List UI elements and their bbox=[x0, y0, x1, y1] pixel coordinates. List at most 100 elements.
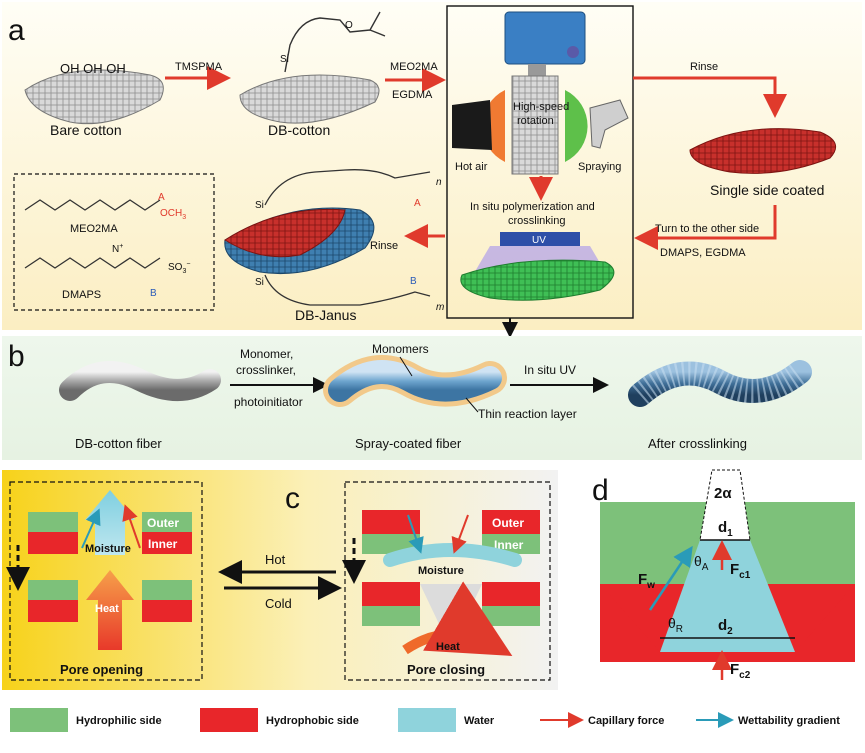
turn-side-label: Turn to the other side bbox=[655, 223, 759, 235]
monomers-label: Monomers bbox=[372, 342, 429, 356]
theta-r-label: θR bbox=[668, 615, 683, 635]
water-in-pore bbox=[660, 540, 795, 652]
o-label: O bbox=[345, 20, 353, 31]
cone-top bbox=[699, 469, 751, 541]
c-left-bottom-green bbox=[362, 606, 420, 626]
pore-closing-label: Pore closing bbox=[407, 662, 485, 677]
theta-r-sub: R bbox=[676, 624, 683, 635]
theta-a-sub: A bbox=[702, 562, 709, 573]
theta-r-text: θ bbox=[668, 615, 676, 631]
dmaps-egdma-label: DMAPS, EGDMA bbox=[660, 247, 746, 259]
db-janus-label: DB-Janus bbox=[295, 307, 356, 323]
motor-button bbox=[567, 46, 579, 58]
fw-sub: w bbox=[646, 580, 655, 591]
cold-label: Cold bbox=[265, 596, 292, 611]
legend-hydrophobic: Hydrophobic side bbox=[266, 715, 359, 727]
polymerization-2: crosslinking bbox=[508, 215, 565, 227]
spray-gun bbox=[589, 99, 629, 149]
d1-label: d1 bbox=[718, 519, 733, 539]
meo2ma-structure bbox=[24, 199, 161, 211]
legend-hydrophilic-swatch bbox=[10, 708, 68, 732]
janus-si-top: Si bbox=[255, 200, 264, 211]
legend-water-swatch bbox=[398, 708, 456, 732]
dmaps-label: DMAPS bbox=[62, 289, 101, 301]
si-label: Si bbox=[280, 54, 289, 65]
fiber3-label: After crosslinking bbox=[648, 436, 747, 451]
bare-cotton-label: Bare cotton bbox=[50, 122, 122, 138]
janus-red-side bbox=[224, 208, 346, 258]
single-side-label: Single side coated bbox=[710, 182, 824, 198]
janus-chains bbox=[264, 169, 431, 306]
bare-cotton-fabric bbox=[24, 69, 164, 125]
step2-line1: MEO2MA bbox=[390, 61, 438, 73]
heat-arrow-up bbox=[86, 570, 134, 650]
rinse-top-arrow bbox=[633, 76, 787, 118]
right-bottom-green bbox=[142, 580, 192, 600]
d1-text: d bbox=[718, 519, 727, 536]
fiber2-label: Spray-coated fiber bbox=[355, 436, 462, 451]
n-plus-sign: + bbox=[119, 243, 123, 250]
legend-capillary: Capillary force bbox=[588, 715, 664, 727]
high-speed-1: High-speed bbox=[513, 101, 569, 113]
moisture-curve bbox=[383, 543, 522, 567]
janus-label-A: A bbox=[414, 198, 421, 209]
capillary-arrow-open bbox=[122, 504, 141, 549]
so3-sup: − bbox=[186, 261, 190, 268]
inner-label-open: Inner bbox=[148, 537, 178, 551]
panel-a-label: a bbox=[8, 14, 25, 47]
fc2-sub: c2 bbox=[739, 670, 751, 681]
fc1-text: F bbox=[730, 561, 739, 578]
c-right-bottom-green bbox=[482, 606, 540, 626]
moisture-label-open: Moisture bbox=[85, 543, 131, 555]
fw-text: F bbox=[638, 571, 647, 588]
rinse-top-label: Rinse bbox=[690, 61, 718, 73]
polymerization-1: In situ polymerization and bbox=[470, 201, 595, 213]
red-coated-fabric bbox=[689, 128, 837, 174]
legend-hydrophobic-swatch bbox=[200, 708, 258, 732]
wettability-arrow-open bbox=[81, 508, 101, 549]
hot-label: Hot bbox=[265, 552, 286, 567]
b-step1-line2: crosslinker, bbox=[236, 363, 296, 377]
panel-b: b DB-cotton fiber Monomer, crosslinker, … bbox=[2, 336, 862, 460]
two-alpha-label: 2α bbox=[714, 485, 732, 502]
fc1-sub: c1 bbox=[739, 570, 751, 581]
meo2ma-A: A bbox=[158, 192, 165, 203]
left-bottom-green bbox=[28, 580, 78, 600]
db-cotton-label: DB-cotton bbox=[268, 122, 330, 138]
subscript-m: m bbox=[436, 302, 444, 313]
fc2-label: Fc2 bbox=[730, 661, 751, 681]
heat-arrow-curve bbox=[402, 581, 513, 656]
db-cotton-fiber bbox=[59, 361, 221, 401]
fiber1-label: DB-cotton fiber bbox=[75, 436, 162, 451]
c-left-bottom-red bbox=[362, 582, 420, 606]
oh-groups: OH OH OH bbox=[60, 61, 126, 76]
wettability-arrow-close bbox=[407, 514, 424, 554]
d2-label: d2 bbox=[718, 617, 733, 637]
right-bottom-red bbox=[142, 600, 192, 622]
tmspma-label: TMSPMA bbox=[175, 61, 223, 73]
thin-layer-pointer bbox=[465, 397, 479, 413]
theta-a-text: θ bbox=[694, 553, 702, 569]
b-step1-line1: Monomer, bbox=[240, 347, 293, 361]
legend-wettability: Wettability gradient bbox=[738, 715, 840, 727]
moisture-label-close: Moisture bbox=[418, 565, 464, 577]
panel-c-label: c bbox=[285, 482, 300, 515]
high-speed-2: rotation bbox=[517, 115, 554, 127]
fw-label: Fw bbox=[638, 571, 655, 591]
d1-sub: 1 bbox=[727, 528, 733, 539]
spraying-label: Spraying bbox=[578, 161, 621, 173]
janus-si-bottom: Si bbox=[255, 277, 264, 288]
panel-c-background bbox=[2, 470, 558, 690]
n-plus-n: N bbox=[112, 244, 119, 255]
c-right-top-red bbox=[482, 510, 540, 534]
hot-air-gun bbox=[452, 100, 492, 150]
monomers-pointer bbox=[399, 356, 413, 377]
step2-line2: EGDMA bbox=[392, 89, 433, 101]
so3-label: SO3− bbox=[168, 261, 190, 275]
heat-label-open: Heat bbox=[95, 603, 119, 615]
turn-side-arrow bbox=[634, 205, 777, 250]
thin-layer-label: Thin reaction layer bbox=[478, 407, 577, 421]
outer-label-close: Outer bbox=[492, 516, 524, 530]
uv-lamp bbox=[500, 232, 580, 246]
